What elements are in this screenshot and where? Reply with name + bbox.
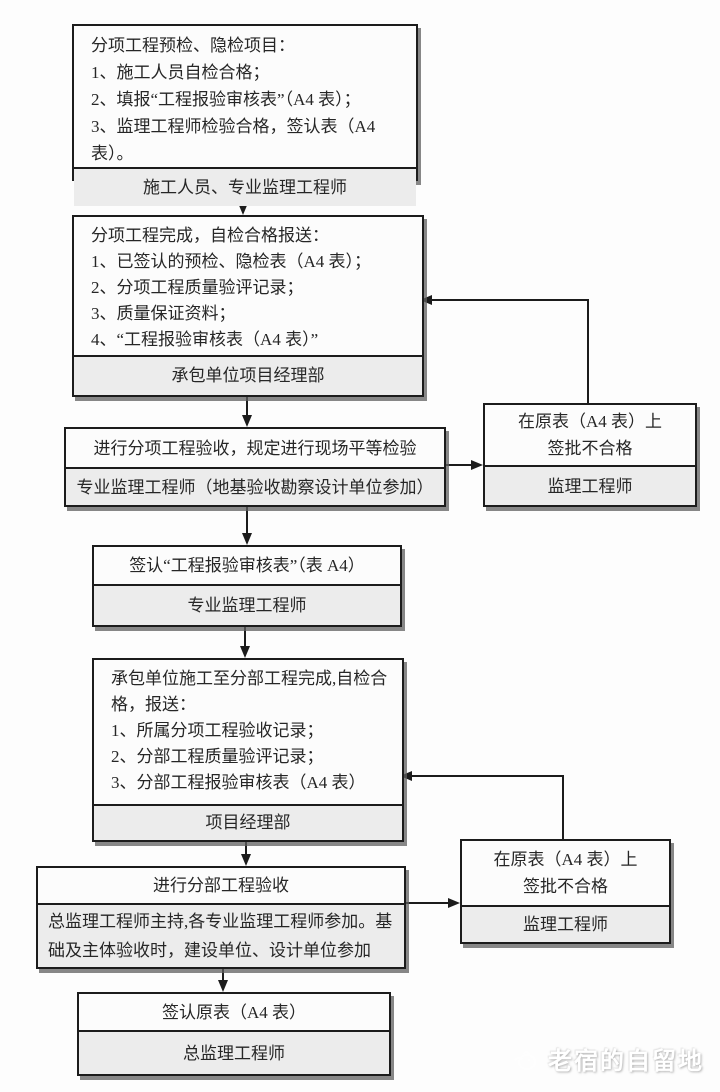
box-sign-original-form: 签认原表（A4 表） 总监理工程师	[77, 992, 391, 1076]
arrowhead-down-icon	[241, 854, 251, 866]
box-line: 3、分部工程报验审核表（A4 表）	[111, 773, 366, 792]
arrowhead-down-icon	[240, 646, 250, 658]
box-title-line: 在原表（A4 表）上	[493, 850, 638, 869]
box-line: 3、监理工程师检验合格，签认表（A4 表）。	[91, 117, 376, 163]
watermark-logo-icon	[514, 1050, 536, 1070]
box-line: 承包单位施工至分部工程完成,自检合格，报送：	[111, 669, 388, 714]
watermark-text: 老宿的自留地	[548, 1048, 704, 1075]
box-title: 在原表（A4 表）上 签批不合格	[462, 841, 669, 905]
box-footer-role: 专业监理工程师（地基验收勘察设计单位参加）	[66, 467, 444, 505]
box-title-line: 签批不合格	[523, 877, 608, 896]
box-footer-role: 承包单位项目经理部	[74, 355, 422, 395]
box-subitem-completion-report: 分项工程完成，自检合格报送： 1、已签认的预检、隐检表（A4 表）； 2、分项工…	[72, 215, 424, 397]
box-title-line: 在原表（A4 表）上	[517, 412, 663, 431]
box-footer-role: 专业监理工程师	[94, 584, 400, 625]
box-footer-role: 监理工程师	[462, 905, 669, 942]
box-sign-review-form: 签认“工程报验审核表”（表 A4） 专业监理工程师	[92, 545, 402, 627]
arrowhead-down-icon	[242, 415, 252, 427]
arrowhead-down-icon	[238, 203, 248, 215]
box-line: 1、已签认的预检、隐检表（A4 表）；	[91, 252, 372, 271]
box-footer-role: 总监理工程师	[79, 1030, 389, 1074]
box-line: 分项工程完成，自检合格报送：	[91, 226, 329, 245]
arrowhead-left-icon	[400, 771, 412, 781]
arrowhead-down-icon	[218, 980, 228, 992]
arrowhead-left-icon	[420, 295, 432, 305]
watermark: 老宿的自留地	[512, 1041, 704, 1076]
box-line: 分项工程预检、隐检项目：	[91, 36, 295, 55]
feedback-line-reject2-to-box5	[410, 775, 564, 839]
box-body: 分项工程完成，自检合格报送： 1、已签认的预检、隐检表（A4 表）； 2、分项工…	[74, 217, 422, 355]
box-reject-subdivision: 在原表（A4 表）上 签批不合格 监理工程师	[460, 839, 671, 944]
box-subitem-acceptance: 进行分项工程验收，规定进行现场平等检验 专业监理工程师（地基验收勘察设计单位参加…	[64, 427, 446, 507]
feedback-line-reject1-to-box2	[430, 299, 589, 403]
box-subdivision-acceptance: 进行分部工程验收 总监理工程师主持,各专业监理工程师参加。基础及主体验收时，建设…	[36, 866, 406, 969]
box-line: 1、施工人员自检合格；	[91, 63, 270, 82]
arrowhead-right-icon	[448, 898, 460, 908]
box-footer-role: 施工人员、专业监理工程师	[74, 167, 416, 206]
box-line: 2、填报“工程报验审核表”（A4 表）；	[91, 90, 361, 109]
box-body: 分项工程预检、隐检项目： 1、施工人员自检合格； 2、填报“工程报验审核表”（A…	[74, 26, 416, 167]
box-line: 1、所属分项工程验收记录；	[111, 721, 324, 740]
box-footer-role: 总监理工程师主持,各专业监理工程师参加。基础及主体验收时，建设单位、设计单位参加	[38, 903, 404, 967]
box-title: 签认“工程报验审核表”（表 A4）	[129, 556, 365, 575]
box-body: 承包单位施工至分部工程完成,自检合格，报送： 1、所属分项工程验收记录； 2、分…	[94, 660, 402, 804]
box-line: 4、“工程报验审核表（A4 表）”	[91, 330, 319, 349]
box-line: 2、分部工程质量验评记录；	[111, 747, 324, 766]
box-footer-role: 项目经理部	[94, 804, 402, 840]
box-reject-subitem: 在原表（A4 表）上 签批不合格 监理工程师	[483, 403, 697, 507]
box-title-line: 签批不合格	[547, 439, 633, 458]
box-title: 在原表（A4 表）上 签批不合格	[485, 405, 695, 465]
arrowhead-right-icon	[471, 460, 483, 470]
box-line: 3、质量保证资料；	[91, 304, 236, 323]
arrowhead-down-icon	[242, 533, 252, 545]
box-subdivision-completion-report: 承包单位施工至分部工程完成,自检合格，报送： 1、所属分项工程验收记录； 2、分…	[92, 658, 404, 842]
box-title: 进行分项工程验收，规定进行现场平等检验	[93, 438, 417, 458]
box-subitem-pre-inspection: 分项工程预检、隐检项目： 1、施工人员自检合格； 2、填报“工程报验审核表”（A…	[72, 24, 418, 206]
box-title: 进行分部工程验收	[153, 876, 289, 895]
box-line: 2、分项工程质量验评记录；	[91, 278, 304, 297]
box-title: 签认原表（A4 表）	[161, 1002, 307, 1022]
box-footer-role: 监理工程师	[485, 465, 695, 505]
